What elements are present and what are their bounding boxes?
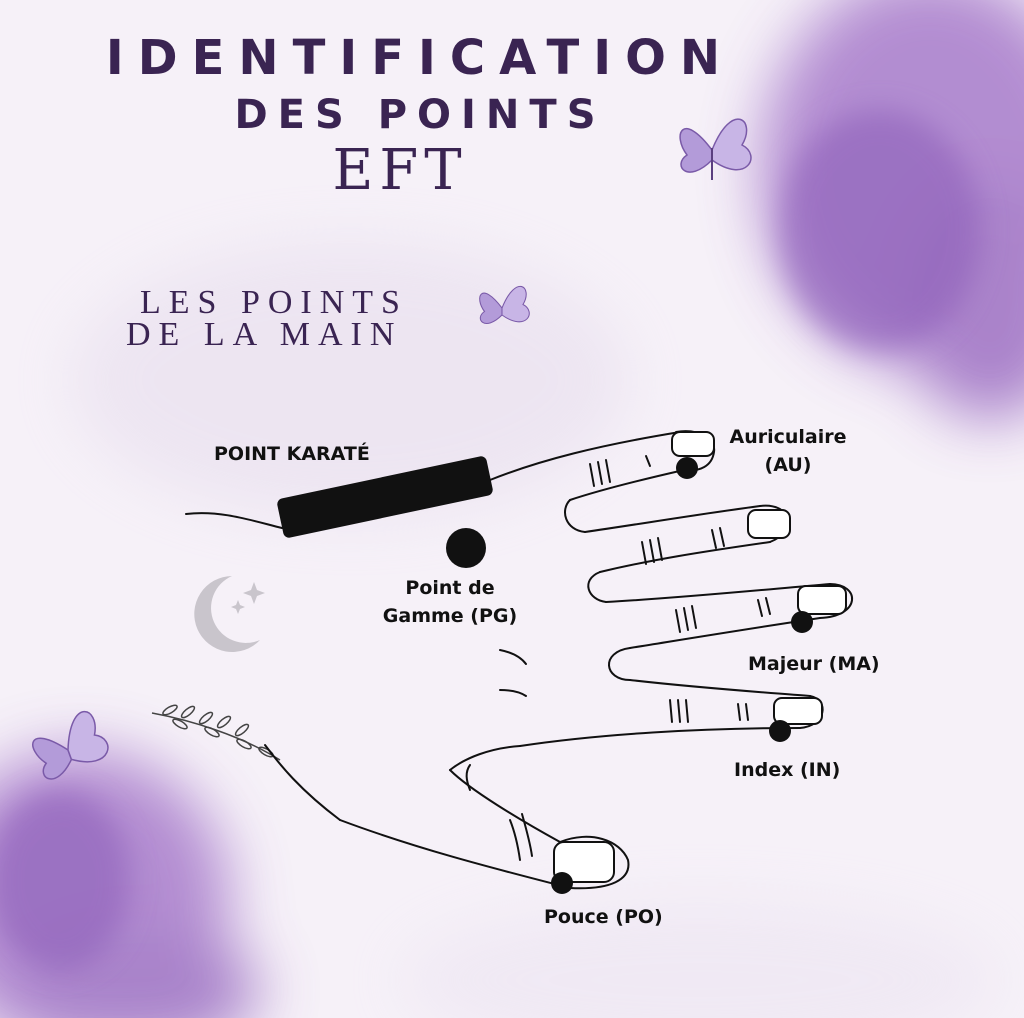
karate-point-marker (277, 456, 493, 538)
pouce-point-marker (551, 872, 573, 894)
majeur-point-marker (791, 611, 813, 633)
label-index: Index (IN) (734, 759, 841, 781)
label-auriculaire-line2: (AU) (764, 453, 812, 476)
moon-and-stars-icon (194, 576, 265, 652)
label-karate: POINT KARATÉ (214, 443, 370, 465)
leaf-sprig-icon (151, 704, 281, 761)
label-gamme-line2: Gamme (PG) (382, 604, 518, 627)
title-line-1: IDENTIFICATION (105, 30, 735, 86)
title-line-2: DES POINTS (234, 92, 606, 138)
label-gamme: Point de Gamme (PG) (360, 575, 540, 630)
gamme-point-marker (446, 528, 486, 568)
butterfly-small-icon (479, 285, 530, 324)
index-point-marker (769, 720, 791, 742)
label-auriculaire-line1: Auriculaire (729, 426, 847, 448)
label-majeur: Majeur (MA) (748, 653, 880, 675)
butterfly-left-icon (32, 710, 109, 780)
hand-outline (185, 430, 854, 890)
subtitle-line-2: DE LA MAIN (126, 316, 403, 353)
subtitle-line-1: LES POINTS (140, 284, 408, 321)
label-gamme-line1: Point de (405, 577, 495, 599)
label-auriculaire: Auriculaire (AU) (722, 424, 854, 479)
butterfly-top-icon (679, 118, 752, 180)
label-pouce: Pouce (PO) (544, 906, 663, 928)
title-line-3: EFT (332, 138, 468, 203)
auriculaire-point-marker (676, 457, 698, 479)
